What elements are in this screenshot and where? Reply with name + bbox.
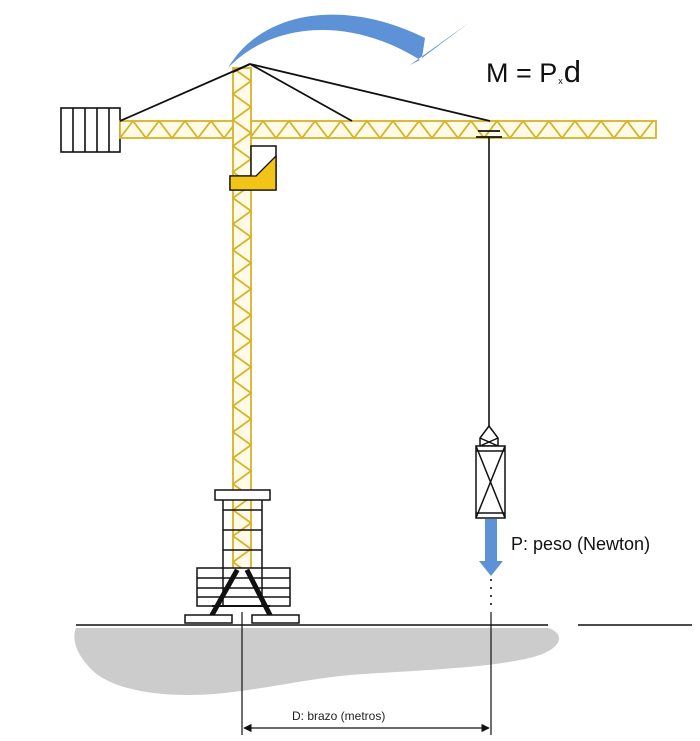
- crane-jib: [119, 119, 657, 140]
- operator-cabin-icon: [229, 145, 277, 191]
- crane-tower: [231, 67, 253, 579]
- crane-base-legs: [208, 568, 274, 619]
- load-crate-icon: [475, 424, 506, 519]
- arm-label: D: brazo (metros): [292, 709, 386, 723]
- crane-base: [196, 489, 291, 607]
- ground-shape: [74, 628, 560, 695]
- formula-times: x: [558, 76, 563, 86]
- moment-formula: M = Pxd: [486, 54, 581, 90]
- jib-cables: [119, 63, 491, 122]
- formula-m-p: M = P: [486, 58, 558, 88]
- crane-base-lines: [223, 509, 262, 551]
- moment-curved-arrow-icon: [228, 14, 470, 68]
- weight-label: P: peso (Newton): [511, 534, 651, 554]
- formula-d: d: [563, 54, 582, 89]
- weight-down-arrow-icon: [479, 519, 503, 576]
- crane-base-feet: [184, 605, 300, 624]
- counterweight-icon: [60, 107, 121, 153]
